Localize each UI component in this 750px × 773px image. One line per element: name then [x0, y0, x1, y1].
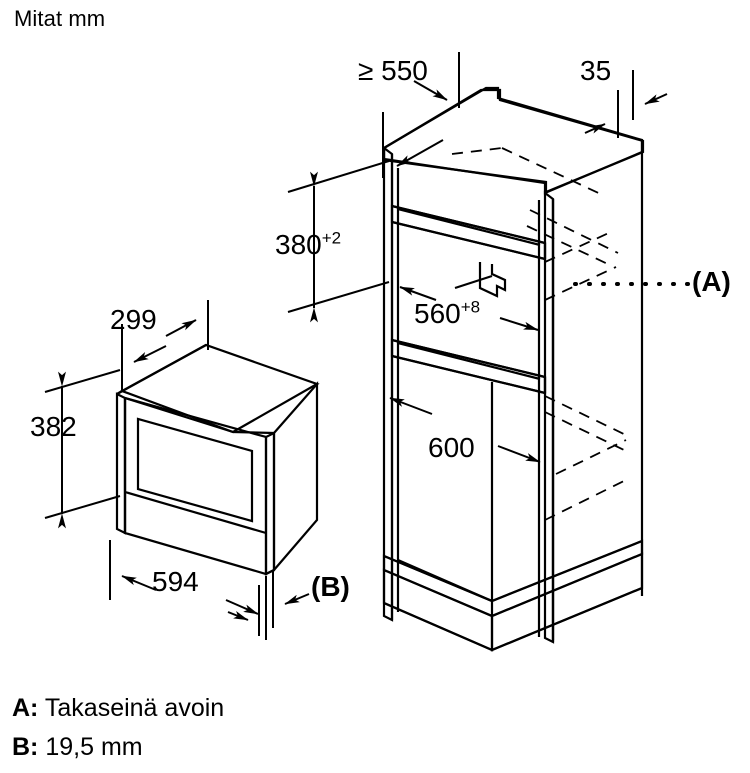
page-title: Mitat mm [14, 6, 106, 31]
appliance-door-right-edge [264, 431, 276, 576]
legend-item-a: A: Takaseinä avoin [12, 694, 224, 723]
legend-value-a: Takaseinä avoin [44, 694, 225, 722]
legend-item-b: B: 19,5 mm [12, 733, 143, 762]
shelf-bracket-detail [454, 262, 507, 298]
dimension-value-380: 380 [275, 229, 322, 260]
appliance-door-panel [115, 392, 127, 535]
hidden-rear-lower-2 [544, 411, 625, 451]
dimline-B-a [227, 610, 249, 621]
dimension-tolerance-560: +8 [460, 297, 481, 317]
dimline-35-b [644, 93, 668, 105]
legend-key-a: A: [12, 694, 39, 722]
cabinet-hidden-lines [451, 147, 631, 521]
hidden-rear-lower-3 [555, 439, 627, 475]
dimension-label-lower-niche-width: 600 [428, 432, 475, 463]
callout-a-label: (A) [692, 266, 731, 297]
dimension-label-appliance-depth: 299 [110, 304, 157, 335]
hidden-rear-upper-3 [544, 231, 612, 263]
hidden-rear-upper-2 [526, 225, 613, 267]
appliance-right-side-face [272, 381, 319, 573]
dimline-35-a [584, 123, 606, 134]
cabinet-upper-shelf-bottom [391, 220, 546, 261]
dimension-tolerance-380: +2 [321, 228, 342, 248]
dimension-label-appliance-width: 594 [152, 566, 199, 597]
callout-b-label: (B) [311, 571, 350, 602]
cabinet-plinth-bottom-left [383, 601, 493, 652]
cabinet-plinth-right [490, 552, 644, 652]
cabinet-top-face [382, 88, 645, 194]
dimline-550-b [413, 80, 448, 101]
appliance-body-top-right [232, 430, 275, 435]
cabinet-plinth-bottom-right [491, 586, 643, 652]
cabinet-lower-shelf-rear [397, 341, 541, 381]
hidden-rear-upper-1 [529, 209, 619, 254]
appliance-upper-body-edge [116, 390, 123, 395]
dimline-600-right [497, 445, 541, 463]
cabinet-dimension-lines [287, 52, 668, 463]
dimension-label-appliance-height: 382 [30, 411, 77, 442]
witness-380-top [287, 160, 390, 193]
dimline-299-b [165, 319, 197, 337]
witness-382-top [44, 369, 121, 393]
cabinet-interior-floor-left [397, 558, 493, 603]
cabinet-upper-shelf-back [397, 207, 541, 247]
hidden-rear-mid-1 [544, 266, 617, 301]
appliance-door-top-bevel2 [124, 396, 234, 434]
dimension-label-rear-gap: 35 [580, 55, 612, 86]
cabinet-front-left-post [382, 145, 394, 622]
dimline-550-a [396, 139, 444, 167]
cabinet-upper-shelf-top [391, 204, 546, 245]
dimline-594-a [121, 575, 157, 591]
appliance-door-window [136, 417, 254, 523]
cabinet-assembly [382, 86, 645, 652]
appliance-door-top-bevel [116, 344, 207, 395]
witness-382-bottom [44, 495, 121, 519]
appliance-control-strip-top [124, 490, 267, 535]
dimline-560-left [399, 286, 437, 301]
cabinet-lower-shelf-bottom [391, 354, 546, 395]
dimline-600-left [389, 397, 433, 415]
hidden-top-rear-left [451, 147, 503, 155]
dimension-value-560: 560 [414, 298, 461, 329]
legend-key-b: B: [12, 733, 39, 761]
cabinet-bottom-front-right [491, 539, 643, 603]
dimension-label-niche-width: 560+8 [414, 297, 481, 329]
dimension-label-niche-depth: ≥ 550 [358, 55, 428, 86]
legend-value-b: 19,5 mm [45, 733, 143, 761]
appliance-microwave [115, 343, 320, 576]
dimline-299-a [133, 345, 167, 363]
witness-380-bottom [287, 281, 390, 313]
dimline-594-b [225, 599, 259, 615]
dimline-B-b [284, 593, 310, 605]
hidden-rear-lower-1 [544, 395, 629, 437]
dimension-label-niche-height: 380+2 [275, 228, 342, 260]
cabinet-lower-shelf-top [391, 338, 546, 379]
hidden-rear-lower-4 [544, 477, 631, 521]
appliance-dimension-lines [44, 300, 310, 640]
dimline-560-right [499, 317, 539, 331]
